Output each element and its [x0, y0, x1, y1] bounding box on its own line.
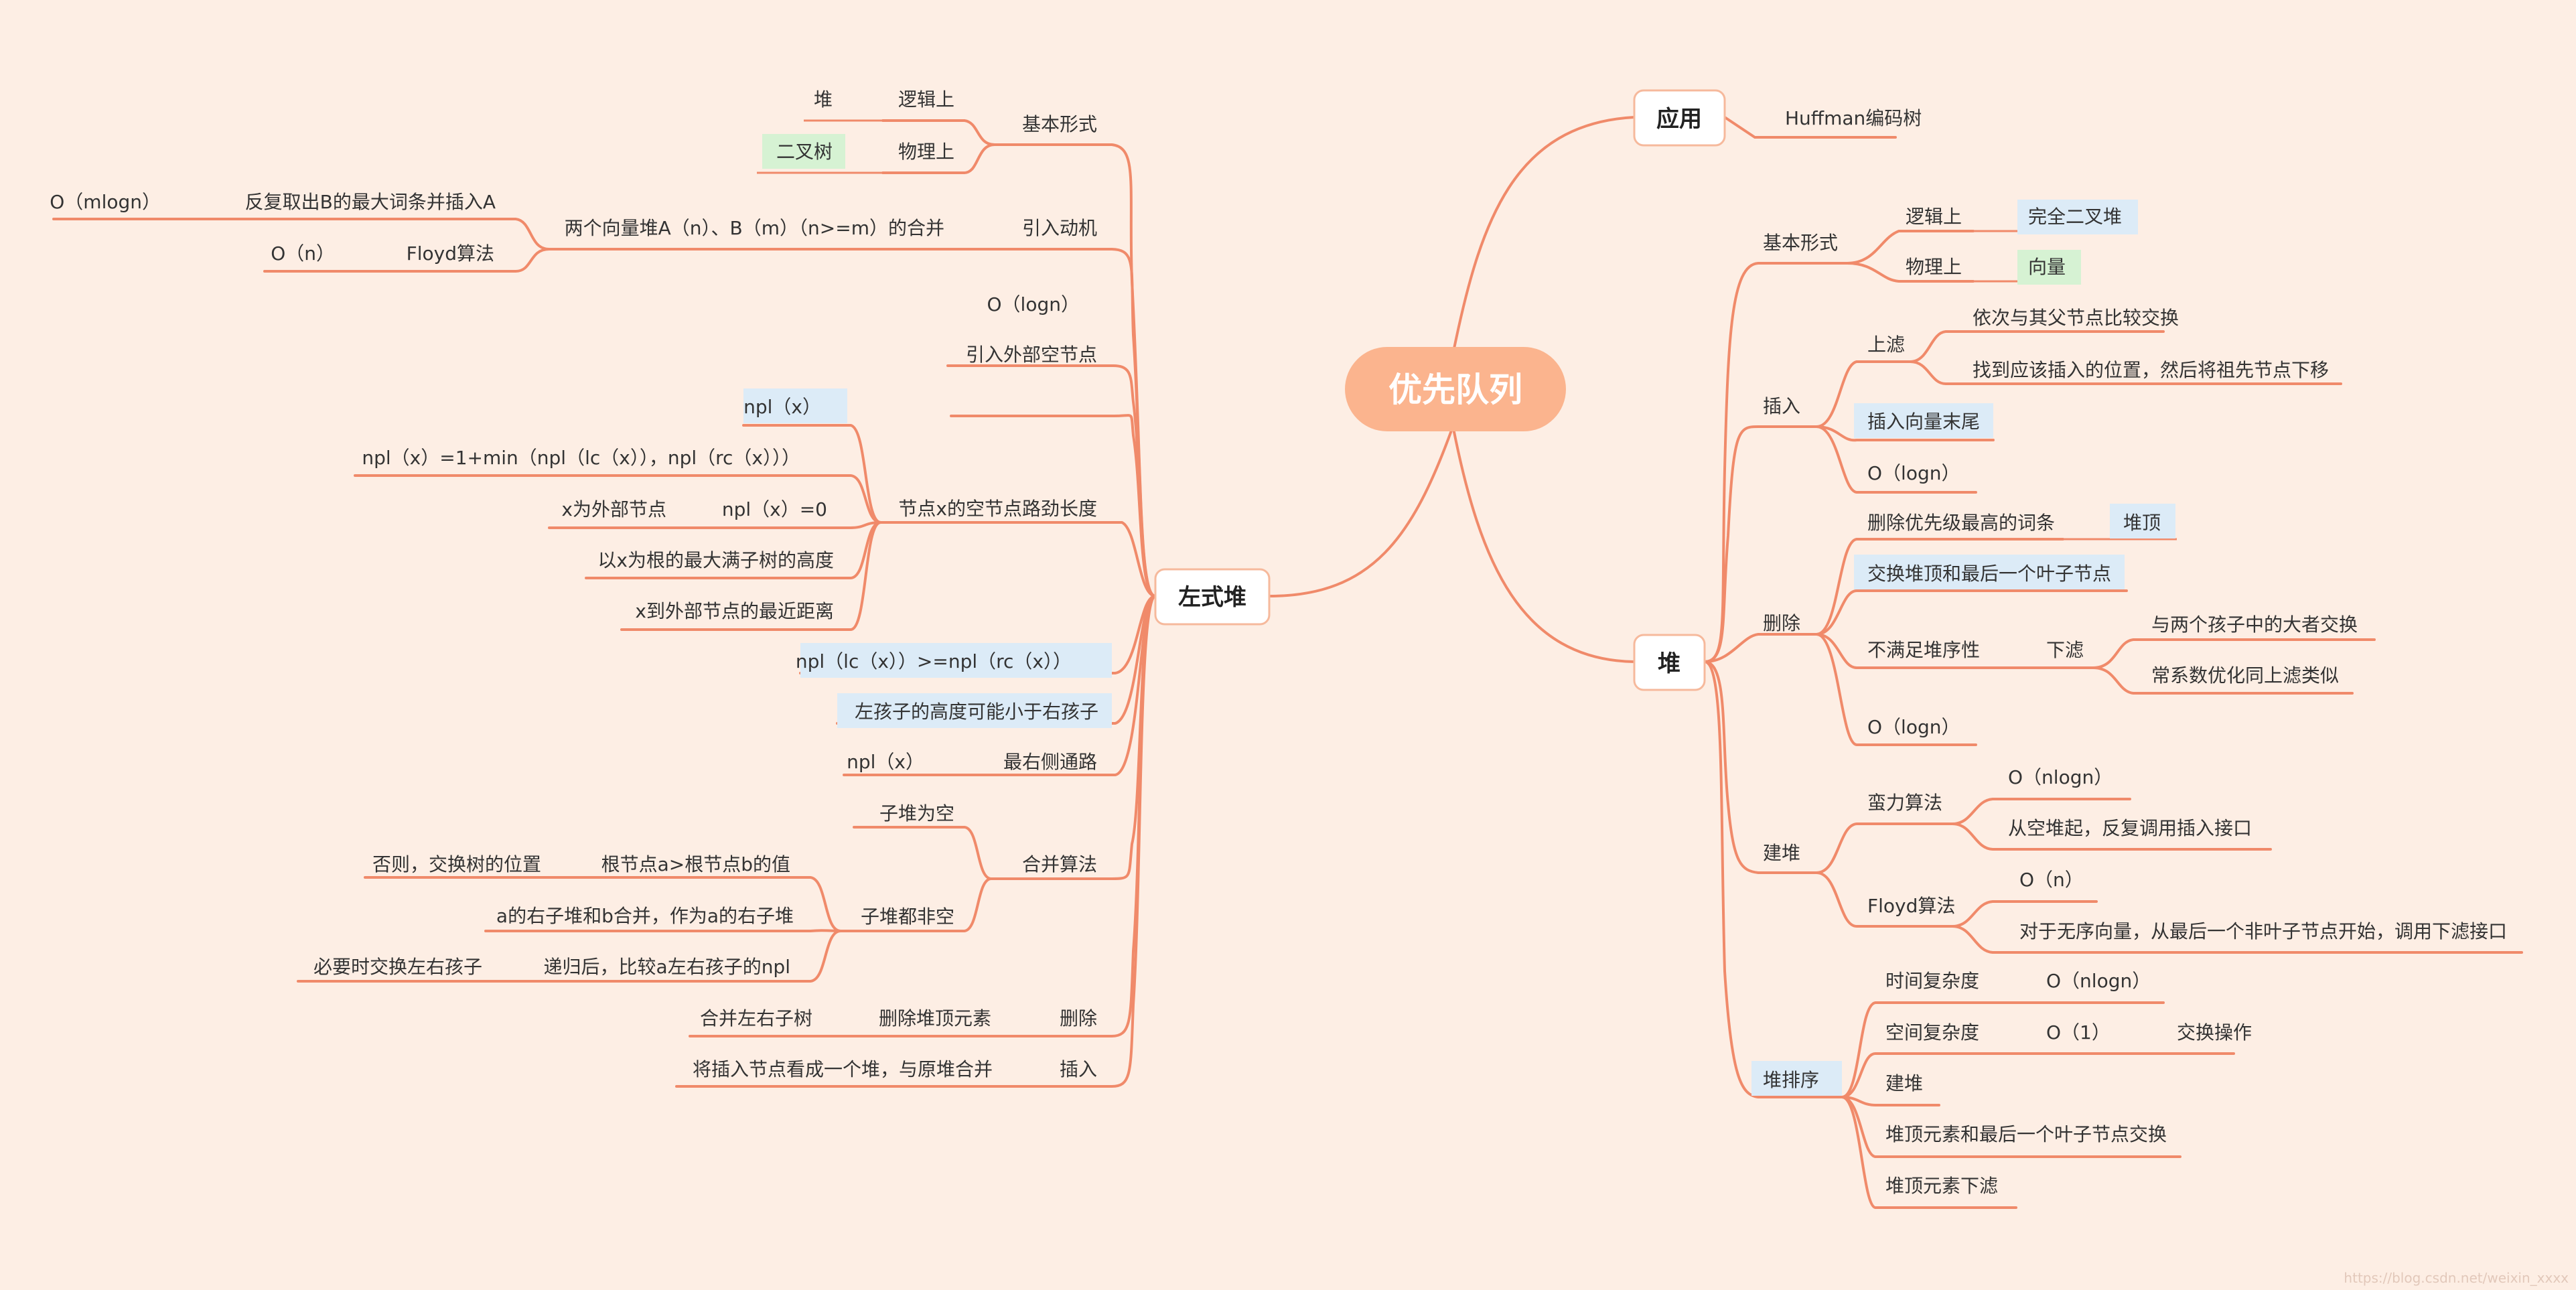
tag-bg-heap-sort: [1751, 1061, 1842, 1096]
leftist-insert-desc: 将插入节点看成一个堆，与原堆合并: [693, 1058, 993, 1080]
huffman-label: Huffman编码树: [1785, 107, 1922, 129]
sort-swap-last: 堆顶元素和最后一个叶子节点交换: [1885, 1123, 2167, 1145]
space-complexity-value: O（1）: [2046, 1021, 2110, 1044]
merge-nonempty-subheaps: 子堆都非空: [861, 906, 954, 928]
node-leftist-heap-label: 左式堆: [1178, 584, 1246, 611]
swap-operation: 交换操作: [2177, 1021, 2252, 1044]
space-complexity-label: 空间复杂度: [1885, 1021, 1979, 1044]
center-node[interactable]: 优先队列: [1345, 347, 1566, 431]
leftist-basic-label: 基本形式: [1022, 113, 1097, 135]
rightmost-path-label: 最右侧通路: [1003, 751, 1097, 773]
remove-max-label: 删除优先级最高的词条: [1867, 512, 2055, 534]
npl-formula: npl（x）=1+min（npl（lc（x）），npl（rc（x）））: [362, 447, 800, 469]
heap-logical-value: 完全二叉堆: [2028, 206, 2122, 228]
merge-after-recursion: 递归后，比较a左右孩子的npl: [544, 956, 790, 978]
time-complexity-label: 时间复杂度: [1885, 970, 1979, 992]
percolate-up-step-1: 依次与其父节点比较交换: [1973, 307, 2179, 329]
motivation-floyd-cost: O（n）: [271, 242, 335, 265]
external-null-nodes: 引入外部空节点: [966, 344, 1097, 366]
floyd-desc: 对于无序向量，从最后一个非叶子节点开始，调用下滤接口: [2019, 920, 2507, 942]
sort-percolate-down: 堆顶元素下滤: [1885, 1175, 1998, 1197]
watermark: https://blog.csdn.net/weixin_xxxx: [2344, 1270, 2569, 1286]
heap-physical-value: 向量: [2028, 256, 2066, 278]
rightmost-path-value: npl（x）: [847, 751, 924, 773]
brute-force-cost: O（nlogn）: [2008, 766, 2113, 788]
tag-bg-binary-tree: [762, 134, 845, 169]
left-child-may-be-lower: 左孩子的高度可能小于右孩子: [855, 701, 1098, 723]
percolate-up-step-2: 找到应该插入的位置，然后将祖先节点下移: [1973, 359, 2329, 381]
tag-bg-condition: [800, 643, 1112, 678]
time-complexity-value: O（nlogn）: [2046, 970, 2151, 992]
delete-cost: O（logn）: [1867, 716, 1960, 738]
tag-bg-complete-binary-heap: [2017, 200, 2138, 234]
node-application[interactable]: 应用: [1633, 89, 1726, 147]
heap-delete-label: 删除: [1763, 612, 1800, 634]
npl-def: npl（x）: [743, 396, 821, 418]
leftist-insert-label: 插入: [1060, 1058, 1097, 1080]
leftist-logical-label: 逻辑上: [898, 88, 954, 111]
merge-compare-roots: 根节点a>根节点b的值: [601, 853, 790, 875]
npl-nearest-external: x到外部节点的最近距离: [635, 600, 834, 622]
npl-label: 节点x的空节点路劲长度: [898, 498, 1097, 520]
heap-top-tag: 堆顶: [2123, 512, 2161, 534]
node-heap[interactable]: 堆: [1633, 634, 1706, 691]
node-heap-label: 堆: [1658, 650, 1680, 677]
motivation-repeat: 反复取出B的最大词条并插入A: [245, 191, 496, 213]
connector-center-app: [1452, 116, 1636, 353]
motivation-floyd: Floyd算法: [407, 242, 494, 265]
merge-algorithm-label: 合并算法: [1022, 853, 1097, 875]
leftist-merge-children: 合并左右子树: [700, 1007, 812, 1029]
percolate-down-label: 下滤: [2046, 639, 2084, 661]
sort-build-heap: 建堆: [1885, 1072, 1923, 1094]
motivation-merge: 两个向量堆A（n）、B（m）（n>=m）的合并: [565, 217, 944, 239]
leftist-delete-label: 删除: [1060, 1007, 1097, 1029]
violate-order: 不满足堆序性: [1867, 639, 1980, 661]
tag-bg-heap-top: [2110, 504, 2175, 539]
heap-logical-label: 逻辑上: [1906, 206, 1962, 228]
build-heap-label: 建堆: [1763, 842, 1800, 864]
merge-empty-subheap: 子堆为空: [879, 802, 954, 825]
tag-bg-swap-top-last: [1854, 555, 2125, 589]
npl-external: x为外部节点: [561, 498, 666, 520]
heap-insert-label: 插入: [1763, 395, 1800, 417]
connector-center-heap: [1452, 427, 1636, 663]
heap-basic-label: 基本形式: [1763, 232, 1838, 254]
heap-sort-label: 堆排序: [1763, 1069, 1819, 1091]
tag-bg-vector: [2017, 250, 2081, 285]
npl-max-subtree-height: 以x为根的最大满子树的高度: [597, 549, 834, 571]
leftist-physical-value: 二叉树: [776, 141, 833, 163]
merge-right-subheap: a的右子堆和b合并，作为a的右子堆: [496, 905, 794, 927]
percolate-down-step-1: 与两个孩子中的大者交换: [2151, 614, 2358, 636]
swap-top-last: 交换堆顶和最后一个叶子节点: [1867, 563, 2111, 585]
floyd-cost: O（n）: [2019, 869, 2084, 891]
tag-bg-left-lower: [837, 693, 1112, 728]
floyd-label: Floyd算法: [1867, 895, 1955, 917]
motivation-label: 引入动机: [1022, 217, 1097, 239]
node-leftist-heap[interactable]: 左式堆: [1154, 568, 1271, 626]
tag-bg-npl-def: [743, 388, 847, 423]
percolate-up-label: 上滤: [1867, 334, 1905, 356]
brute-force-desc: 从空堆起，反复调用插入接口: [2008, 817, 2252, 839]
append-to-vector: 插入向量末尾: [1867, 411, 1980, 433]
leftist-logn: O（logn）: [987, 293, 1080, 315]
merge-swap-children: 必要时交换左右孩子: [313, 956, 482, 978]
merge-otherwise-swap: 否则，交换树的位置: [372, 853, 541, 875]
heap-physical-label: 物理上: [1906, 256, 1962, 278]
connector-center-leftist: [1268, 427, 1453, 597]
center-label: 优先队列: [1388, 370, 1522, 409]
node-application-label: 应用: [1656, 106, 1702, 133]
leftist-logical-value: 堆: [814, 88, 833, 111]
leftist-physical-label: 物理上: [898, 141, 954, 163]
npl-condition: npl（lc（x））>=npl（rc（x））: [796, 650, 1072, 672]
npl-external-value: npl（x）=0: [722, 498, 827, 520]
insert-cost: O（logn）: [1867, 462, 1960, 484]
brute-force-label: 蛮力算法: [1867, 792, 1942, 814]
percolate-down-step-2: 常系数优化同上滤类似: [2151, 664, 2339, 687]
leftist-delete-top: 删除堆顶元素: [879, 1007, 991, 1029]
tag-bg-append: [1854, 403, 1993, 438]
motivation-repeat-cost: O（mlogn）: [50, 191, 161, 213]
